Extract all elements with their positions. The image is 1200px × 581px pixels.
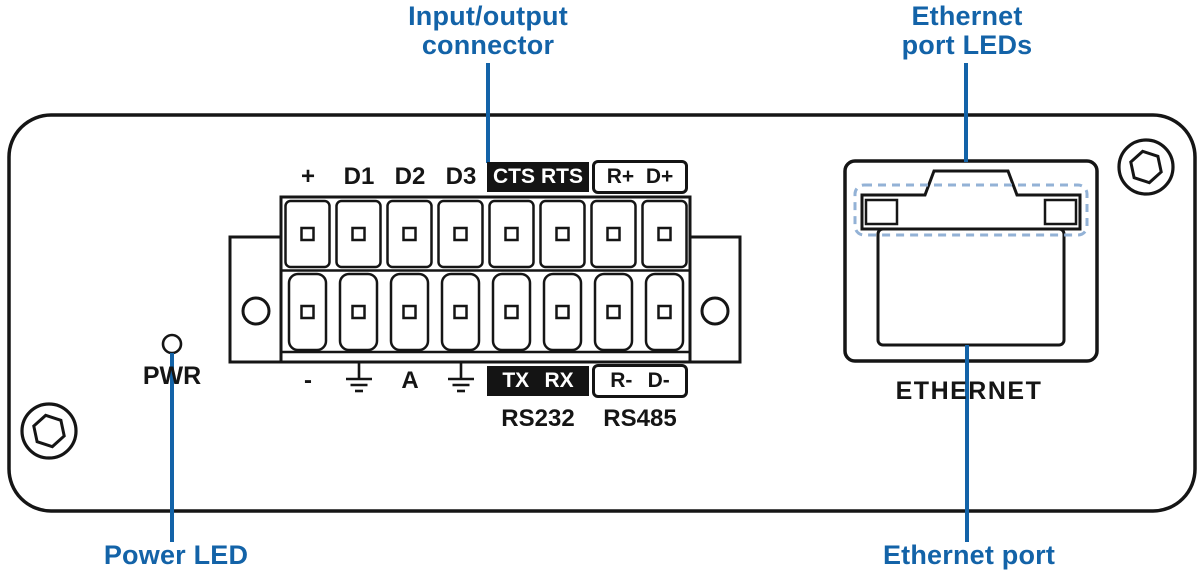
hex-screw-bottom-left xyxy=(20,402,78,460)
terminal-slot xyxy=(335,199,382,352)
terminal-bottom-label-minus: - xyxy=(304,367,312,394)
ethernet-led-right xyxy=(1043,198,1078,226)
terminal-top-label-cts: CTS xyxy=(493,165,535,188)
power-led-indicator xyxy=(161,333,183,355)
io-connector-callout-line2: connector xyxy=(421,30,555,60)
terminal-top-label-d2: D2 xyxy=(394,163,426,190)
hex-screw-top-right xyxy=(1117,138,1175,196)
terminal-bottom-label-rminus: R- xyxy=(610,369,633,392)
terminal-slot xyxy=(488,199,535,352)
terminal-slot xyxy=(386,199,433,352)
terminal-top-label-plus: + xyxy=(300,163,316,190)
terminal-bottom-label-tx: TX xyxy=(502,369,530,392)
terminal-slot xyxy=(284,199,331,352)
mounting-hole-right xyxy=(700,296,730,326)
ethernet-label: ETHERNET xyxy=(895,377,1043,405)
rplus-dplus-chip: R+ D+ xyxy=(592,160,688,194)
terminal-bottom-label-dminus: D- xyxy=(647,369,670,392)
cts-rts-chip: CTS RTS xyxy=(487,162,589,192)
mounting-hole-left xyxy=(241,296,271,326)
io-connector-callout-label: Input/output connector xyxy=(408,2,568,60)
power-led-callout-label: Power LED xyxy=(103,540,249,570)
io-terminal-block xyxy=(279,195,692,364)
terminal-slot xyxy=(590,199,637,352)
terminal-slot xyxy=(539,199,586,352)
ethernet-port-callout-label: Ethernet port xyxy=(882,540,1056,570)
rs232-label: RS232 xyxy=(501,405,575,432)
terminal-bottom-label-rx: RX xyxy=(544,369,574,392)
terminal-top-label-dplus: D+ xyxy=(645,165,674,188)
ethernet-leds-callout-label: Ethernet port LEDs xyxy=(902,2,1033,60)
ethernet-port-jack xyxy=(843,159,1099,363)
ethernet-leds-highlight-box xyxy=(853,183,1089,237)
rs485-label: RS485 xyxy=(603,405,677,432)
terminal-slot xyxy=(437,199,484,352)
ethernet-leds-callout-line1: Ethernet xyxy=(911,1,1023,31)
ethernet-leds-callout-line2: port LEDs xyxy=(901,30,1033,60)
tx-rx-chip: TX RX xyxy=(487,366,589,396)
terminal-top-label-d3: D3 xyxy=(445,163,477,190)
terminal-top-label-rts: RTS xyxy=(541,165,583,188)
io-connector-callout-line1: Input/output xyxy=(408,1,568,31)
ethernet-led-left xyxy=(864,198,899,226)
terminal-slot xyxy=(641,199,688,352)
pwr-label: PWR xyxy=(142,362,202,390)
terminal-top-label-d1: D1 xyxy=(343,163,375,190)
terminal-bottom-label-a: A xyxy=(401,367,419,394)
terminal-top-label-rplus: R+ xyxy=(606,165,635,188)
rminus-dminus-chip: R- D- xyxy=(592,364,688,398)
